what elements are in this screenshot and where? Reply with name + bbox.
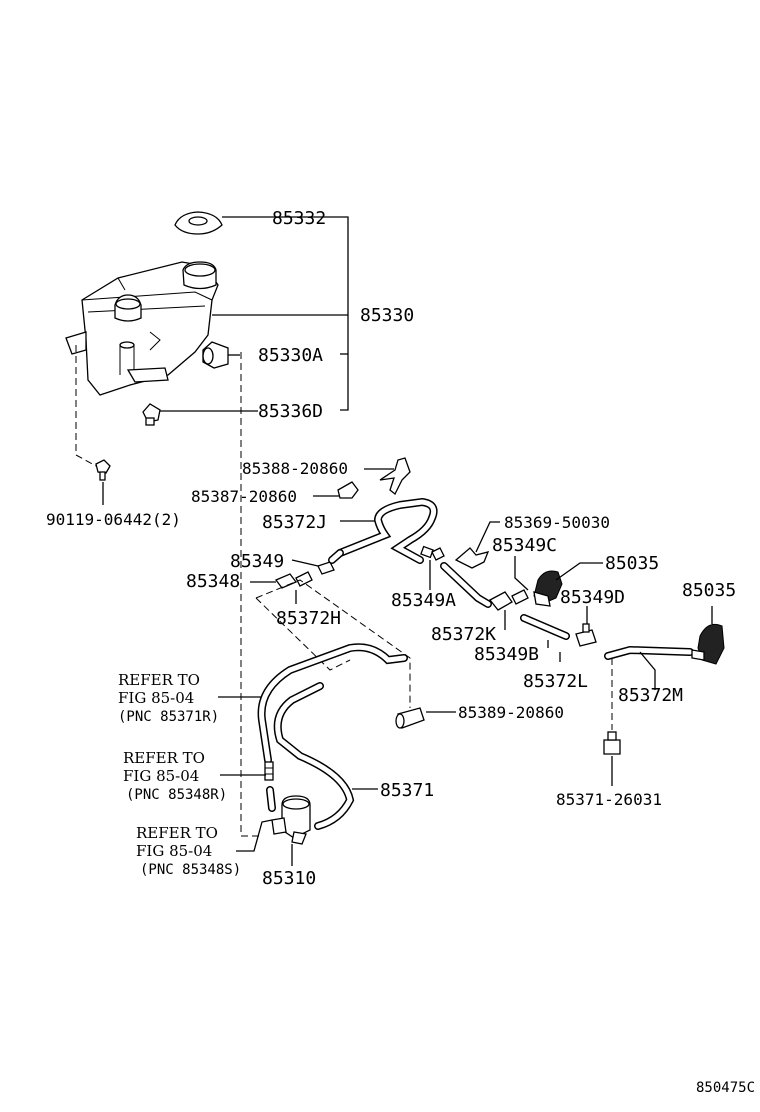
- ref1-line1: REFER TO: [118, 671, 200, 689]
- label-85389: 85389-20860: [458, 703, 564, 722]
- label-85336d: 85336D: [258, 401, 323, 422]
- leader-85035-left: [555, 562, 603, 581]
- mounting-bolt[interactable]: [95, 459, 111, 481]
- label-85349b: 85349B: [474, 644, 539, 665]
- tank-grommet[interactable]: [202, 341, 229, 369]
- leader-85369: [475, 521, 500, 553]
- label-85035-left: 85035: [605, 553, 659, 574]
- label-85035-right: 85035: [682, 580, 736, 601]
- label-85371: 85371: [380, 780, 434, 801]
- connector-85349c[interactable]: [489, 589, 529, 611]
- ref-note-85348r: REFER TO FIG 85-04 (PNC 85348R): [123, 749, 227, 803]
- clamp-85387[interactable]: [337, 481, 359, 499]
- leader-ref-85348s: [236, 819, 273, 852]
- leader-85372m: [639, 651, 656, 690]
- hose-85372j[interactable]: [336, 497, 438, 564]
- connector-85348r[interactable]: [264, 761, 274, 781]
- hose-85372l[interactable]: [520, 614, 570, 640]
- bolt-guide-line: [75, 345, 97, 467]
- label-85349d: 85349D: [560, 587, 625, 608]
- ref2-line3: (PNC 85348R): [126, 787, 227, 803]
- plug-85389[interactable]: [395, 707, 425, 729]
- label-85372h: 85372H: [276, 608, 341, 629]
- hose-85372h[interactable]: [328, 549, 344, 564]
- ref-note-85371r: REFER TO FIG 85-04 (PNC 85371R): [118, 671, 219, 725]
- ref3-line1: REFER TO: [136, 824, 218, 842]
- label-85387: 85387-20860: [191, 487, 297, 506]
- washer-pump[interactable]: [271, 795, 311, 845]
- ref1-line2: FIG 85-04: [118, 689, 194, 707]
- connector-85348[interactable]: [274, 571, 313, 589]
- label-85371-26031: 85371-26031: [556, 790, 662, 809]
- figure-code: 850475C: [696, 1080, 755, 1096]
- label-85310: 85310: [262, 868, 316, 889]
- ref3-line2: FIG 85-04: [136, 842, 212, 860]
- label-85330a: 85330A: [258, 345, 323, 366]
- ref2-line2: FIG 85-04: [123, 767, 199, 785]
- nozzle-85035-left[interactable]: [533, 570, 563, 607]
- tank-cap[interactable]: [174, 211, 223, 235]
- label-85349c: 85349C: [492, 535, 557, 556]
- clip-85369[interactable]: [454, 547, 490, 569]
- tank-drain-plug[interactable]: [142, 403, 161, 426]
- hose-85372m[interactable]: [604, 645, 694, 660]
- ref-note-85348s: REFER TO FIG 85-04 (PNC 85348S): [136, 824, 241, 878]
- label-85332: 85332: [272, 208, 326, 229]
- check-valve-85371-26031[interactable]: [603, 731, 621, 755]
- label-90119: 90119-06442(2): [46, 510, 181, 529]
- ref1-line3: (PNC 85371R): [118, 709, 219, 725]
- grommet-pump-guide-line: [240, 352, 262, 837]
- label-85330: 85330: [360, 305, 414, 326]
- label-85372j: 85372J: [262, 512, 327, 533]
- ref2-line1: REFER TO: [123, 749, 205, 767]
- label-85349: 85349: [230, 551, 284, 572]
- label-85348: 85348: [186, 571, 240, 592]
- hose-85371[interactable]: [257, 643, 408, 830]
- hose-85372k[interactable]: [440, 562, 492, 608]
- label-85372m: 85372M: [618, 685, 683, 706]
- label-85388: 85388-20860: [242, 459, 348, 478]
- hose-85348s[interactable]: [266, 786, 276, 812]
- washer-tank[interactable]: [65, 261, 219, 396]
- label-85372l: 85372L: [523, 671, 588, 692]
- label-85349a: 85349A: [391, 590, 456, 611]
- tank-leaders: [102, 216, 349, 505]
- leader-85349c: [514, 556, 529, 591]
- connector-85349[interactable]: [317, 561, 335, 575]
- label-85369: 85369-50030: [504, 513, 610, 532]
- nozzle-85035-right[interactable]: [691, 623, 725, 665]
- label-85372k: 85372K: [431, 624, 496, 645]
- connector-85349a[interactable]: [420, 545, 445, 561]
- clamp-85388[interactable]: [379, 457, 411, 496]
- connector-85349d[interactable]: [575, 623, 597, 647]
- hose-85372h-group-outline: [255, 579, 411, 708]
- leader-85349: [291, 559, 319, 567]
- ref3-line3: (PNC 85348S): [140, 862, 241, 878]
